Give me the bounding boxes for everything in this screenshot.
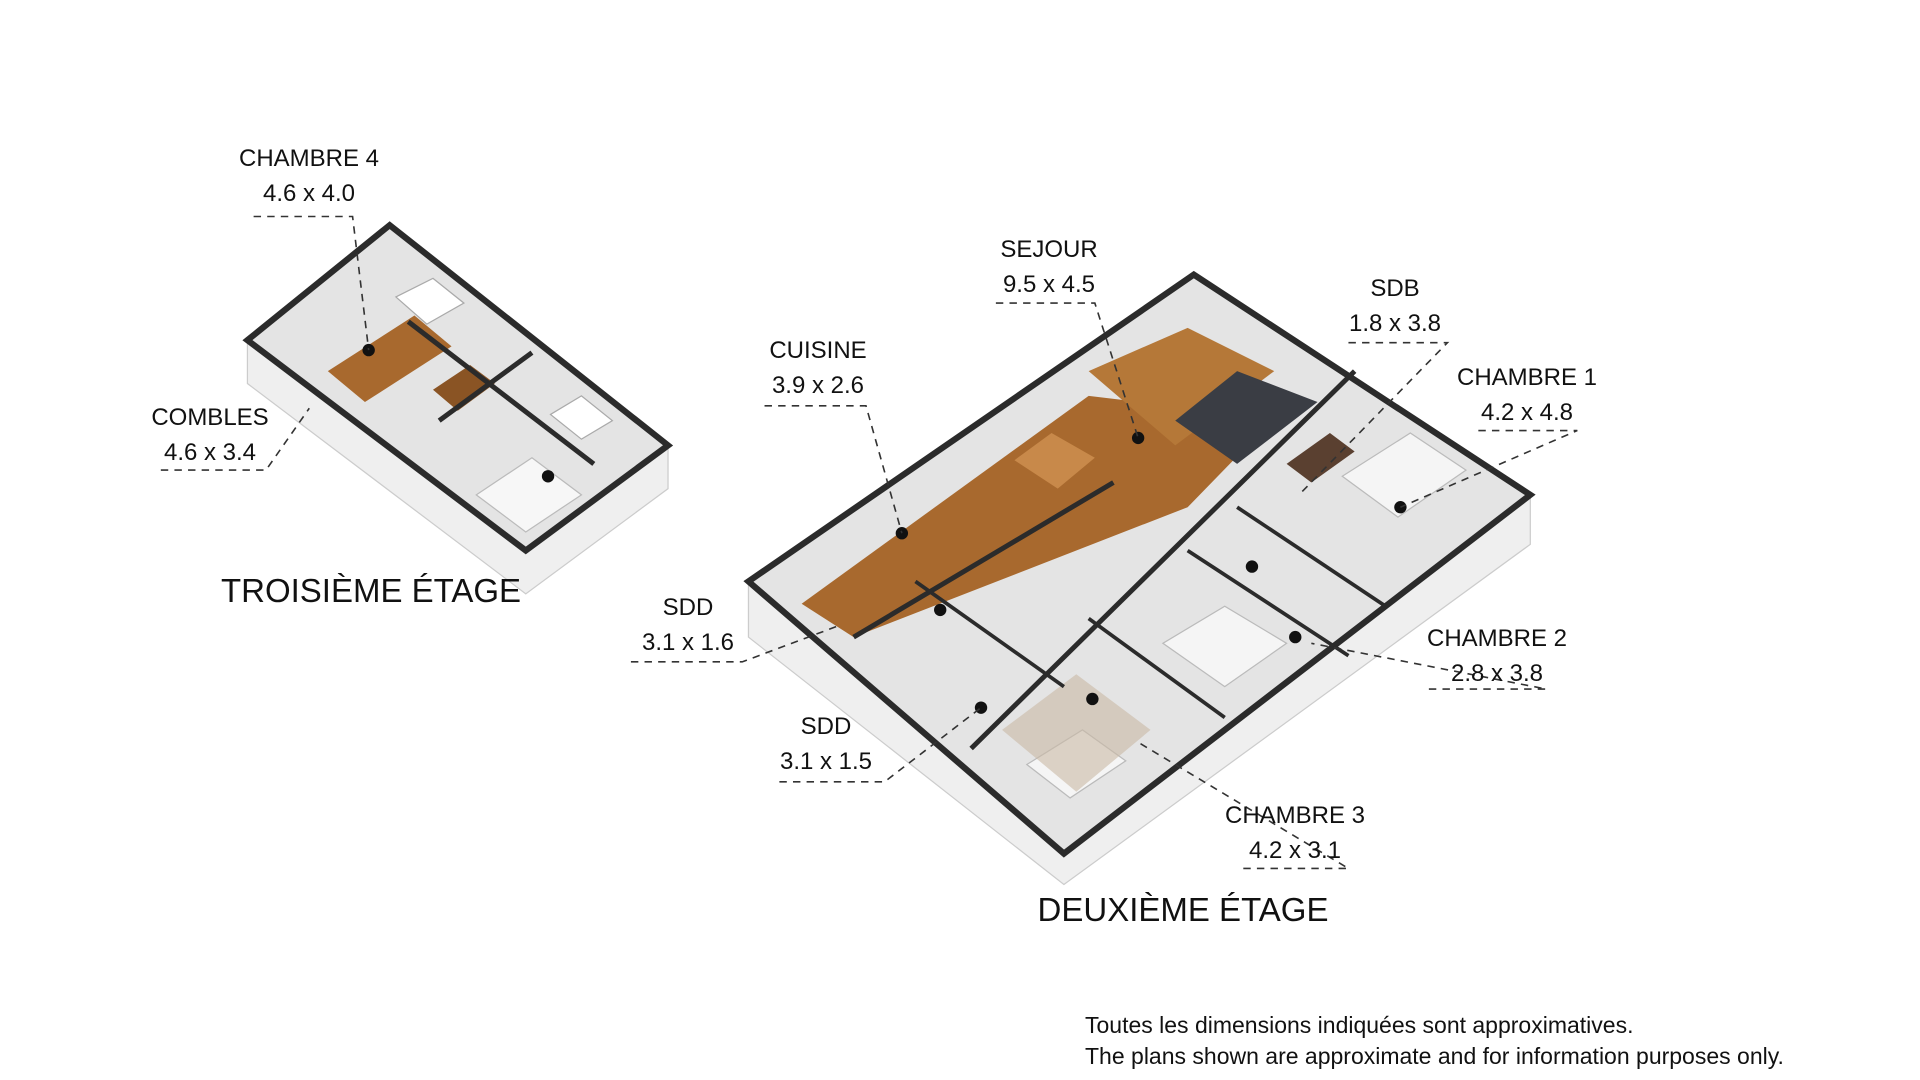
room-label-chambre-1: CHAMBRE 1 4.2 x 4.8 — [1457, 360, 1597, 430]
room-name: CUISINE — [769, 337, 867, 364]
floor-title-third: TROISIÈME ÉTAGE — [220, 572, 522, 609]
room-label-chambre-3: CHAMBRE 3 4.2 x 3.1 — [1225, 798, 1365, 868]
disclaimer: Toutes les dimensions indiquées sont app… — [1085, 1010, 1784, 1072]
room-label-sdd-1: SDD 3.1 x 1.6 — [642, 590, 734, 660]
room-name: CHAMBRE 2 — [1426, 625, 1568, 652]
disclaimer-fr: Toutes les dimensions indiquées sont app… — [1085, 1012, 1634, 1038]
disclaimer-en: The plans shown are approximate and for … — [1085, 1043, 1784, 1069]
room-label-chambre-4: CHAMBRE 4 4.6 x 4.0 — [239, 141, 379, 211]
room-name: CHAMBRE 4 — [238, 145, 380, 172]
floor-title-second: DEUXIÈME ÉTAGE — [1037, 891, 1329, 928]
room-size: 3.9 x 2.6 — [771, 372, 865, 399]
room-name: SDD — [800, 713, 852, 740]
third-floor-model — [242, 221, 674, 595]
room-size: 1.8 x 3.8 — [1348, 310, 1442, 337]
room-name: SEJOUR — [1000, 236, 1098, 263]
room-size: 9.5 x 4.5 — [1002, 271, 1096, 298]
leader-lines — [160, 215, 1578, 870]
room-size: 4.2 x 3.1 — [1248, 837, 1342, 864]
room-name: SDB — [1370, 275, 1420, 302]
room-size: 4.6 x 4.0 — [262, 180, 356, 207]
room-name: CHAMBRE 3 — [1224, 802, 1366, 829]
room-size: 3.1 x 1.5 — [779, 748, 873, 775]
room-name: SDD — [662, 594, 714, 621]
room-name: COMBLES — [151, 404, 269, 431]
second-floor-model — [743, 270, 1536, 886]
room-label-sdd-2: SDD 3.1 x 1.5 — [780, 709, 872, 779]
room-size: 4.2 x 4.8 — [1480, 399, 1574, 426]
room-size: 2.8 x 3.8 — [1450, 660, 1544, 687]
room-label-sdb: SDB 1.8 x 3.8 — [1349, 271, 1441, 341]
room-name: CHAMBRE 1 — [1456, 364, 1598, 391]
room-markers — [362, 343, 1407, 714]
room-label-cuisine: CUISINE 3.9 x 2.6 — [769, 333, 866, 403]
room-label-sejour: SEJOUR 9.5 x 4.5 — [1000, 232, 1097, 302]
room-label-combles: COMBLES 4.6 x 3.4 — [151, 400, 268, 470]
room-size: 4.6 x 3.4 — [163, 439, 257, 466]
room-size: 3.1 x 1.6 — [641, 629, 735, 656]
room-label-chambre-2: CHAMBRE 2 2.8 x 3.8 — [1427, 621, 1567, 691]
